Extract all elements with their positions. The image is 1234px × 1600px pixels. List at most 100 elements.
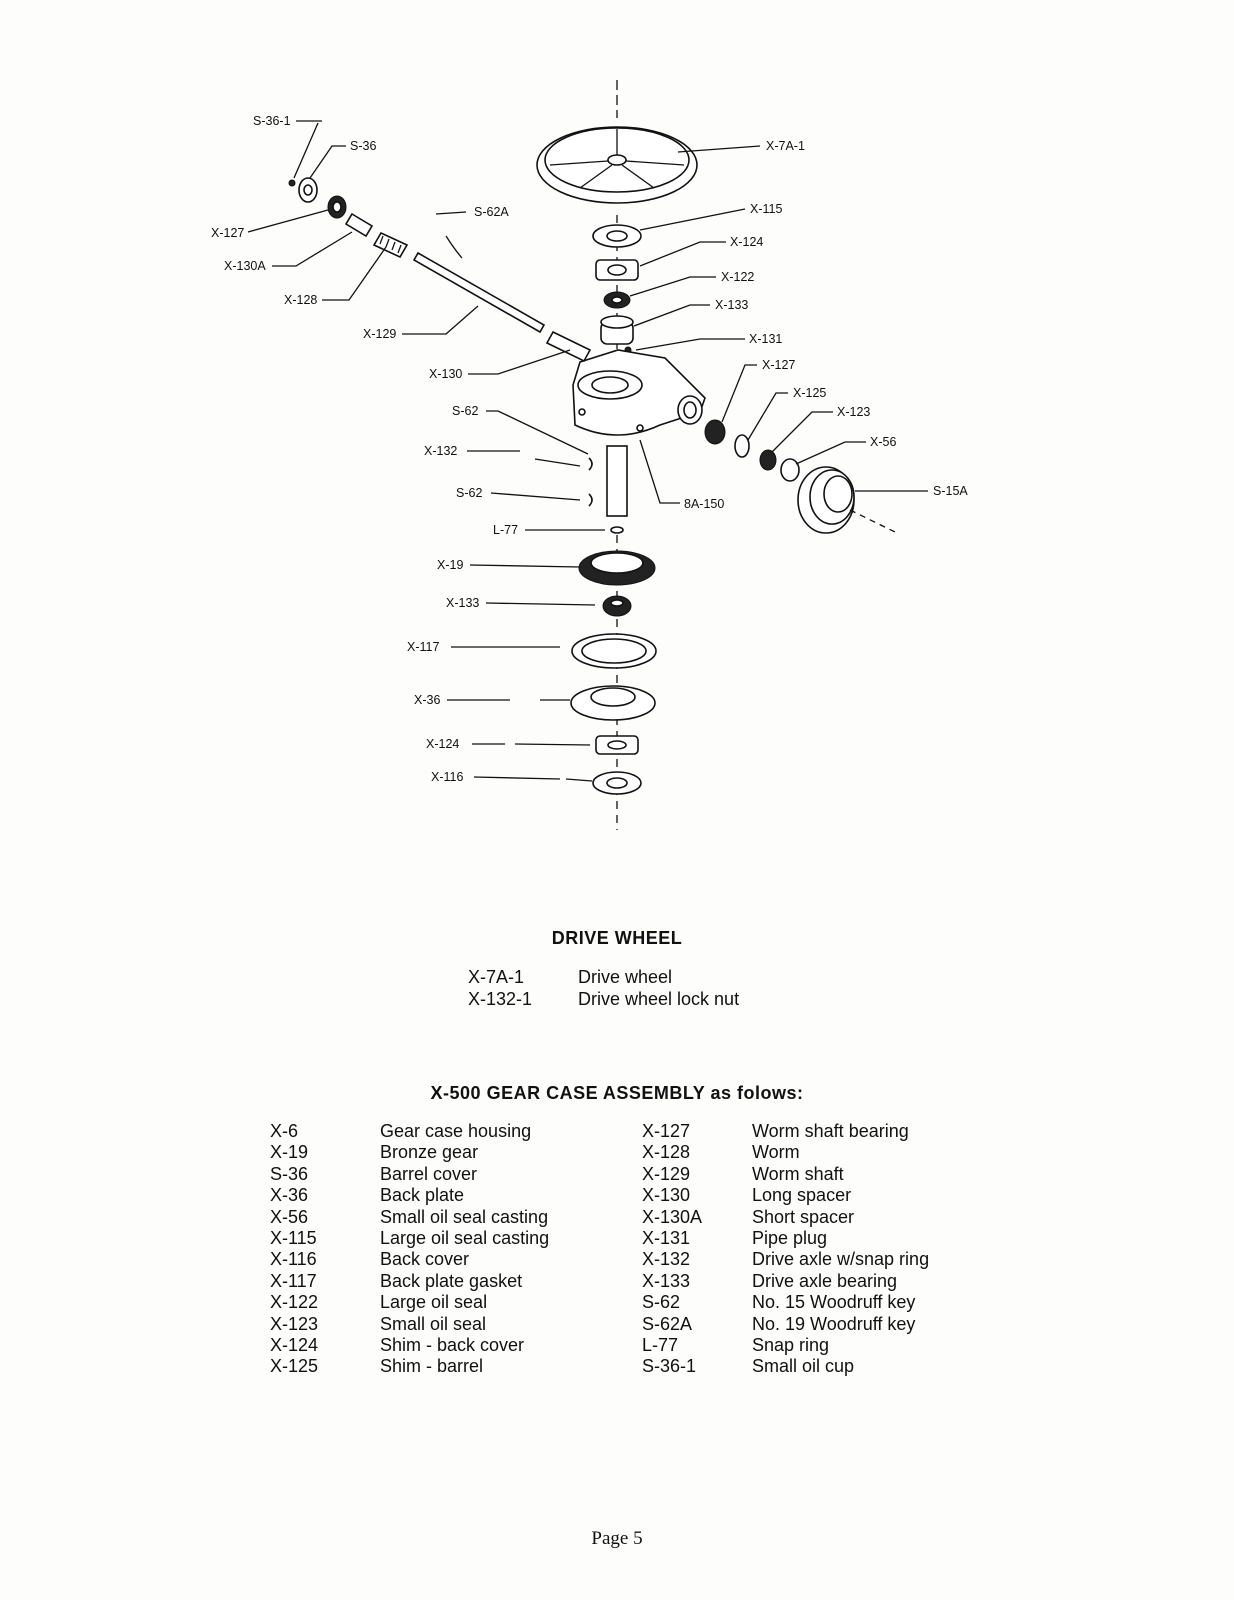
list-item: S-36 Barrel cover [270, 1164, 549, 1185]
part-code: X-130A [642, 1206, 703, 1227]
part-code: X-131 [642, 1228, 691, 1249]
part-description: Worm [752, 1142, 800, 1163]
list-item: X-132-1 Drive wheel lock nut [468, 988, 739, 1010]
callout-X-56: X-56 [870, 435, 896, 449]
callout-8A-150: 8A-150 [684, 497, 724, 511]
part-code: X-132-1 [468, 989, 533, 1009]
part-code: X-130 [642, 1185, 691, 1206]
part-description: No. 19 Woodruff key [752, 1313, 916, 1334]
worm-shaft-parts [288, 177, 592, 363]
drive-wheel-parts-list: X-7A-1 Drive wheel X-132-1 Drive wheel l… [468, 966, 739, 1010]
gear-case-parts-left: X-6 Gear case housing X-19 Bronze gear S-3… [270, 1121, 549, 1378]
callout-X-36: X-36 [414, 693, 440, 707]
list-item: X-115 Large oil seal casting [270, 1228, 549, 1249]
part-code: X-124 [270, 1335, 319, 1356]
part-code: X-56 [270, 1206, 309, 1227]
callout-L-77: L-77 [493, 523, 518, 537]
callout-X-124b: X-124 [426, 737, 459, 751]
lower-stack-parts [570, 445, 657, 795]
part-code: S-36 [270, 1163, 309, 1184]
drive-wheel-title: DRIVE WHEEL [551, 928, 683, 948]
callout-X-133a: X-133 [715, 298, 748, 312]
part-description: Drive wheel lock nut [578, 989, 740, 1009]
callout-X-132: X-132 [424, 444, 457, 458]
part-description: Back plate gasket [380, 1270, 523, 1291]
part-description: Back plate [380, 1185, 465, 1206]
page-number: Page 5 [591, 1528, 643, 1549]
callout-labels: S-36-1 S-36 X-127 X-130A X-128 S-62A X-1… [211, 114, 968, 784]
part-code: L-77 [642, 1335, 679, 1356]
gear-case-title: X-500 GEAR CASE ASSEMBLY as folows: [430, 1083, 804, 1103]
list-item: X-6 Gear case housing [270, 1121, 549, 1142]
part-code: X-6 [270, 1121, 299, 1141]
list-item: S-36-1 Small oil cup [642, 1356, 929, 1377]
part-description: Drive wheel [578, 967, 673, 987]
drive-wheel-part [536, 126, 698, 204]
callout-X-122: X-122 [721, 270, 754, 284]
part-code: S-36-1 [642, 1356, 697, 1377]
part-description: Barrel cover [380, 1163, 478, 1184]
part-description: No. 15 Woodruff key [752, 1292, 916, 1313]
callout-X-130A: X-130A [224, 259, 266, 273]
callout-X-127a: X-127 [211, 226, 244, 240]
list-item: X-7A-1 Drive wheel [468, 966, 739, 988]
callout-S-36-1: S-36-1 [253, 114, 291, 128]
list-item: X-117 Back plate gasket [270, 1271, 549, 1292]
part-code: S-62 [642, 1292, 681, 1313]
callout-X-115: X-115 [750, 202, 782, 216]
callout-X-129: X-129 [363, 327, 396, 341]
part-code: X-36 [270, 1185, 309, 1206]
list-item: X-19 Bronze gear [270, 1142, 549, 1163]
callout-S-62A: S-62A [474, 205, 509, 219]
part-code: X-129 [642, 1163, 691, 1184]
part-description: Bronze gear [380, 1142, 479, 1163]
part-description: Snap ring [752, 1335, 830, 1356]
part-description: Back cover [380, 1249, 470, 1270]
part-code: X-115 [270, 1228, 317, 1249]
right-side-parts [704, 419, 896, 534]
part-description: Large oil seal [380, 1292, 488, 1313]
callout-X-116: X-116 [431, 770, 463, 784]
list-item: L-77 Snap ring [642, 1335, 929, 1356]
list-item: X-36 Back plate [270, 1185, 549, 1206]
part-description: Gear case housing [380, 1121, 532, 1141]
part-description: Large oil seal casting [380, 1228, 550, 1249]
part-code: X-19 [270, 1142, 309, 1163]
callout-X-127b: X-127 [762, 358, 795, 372]
list-item: X-127 Worm shaft bearing [642, 1121, 929, 1142]
callout-X-123: X-123 [837, 405, 870, 419]
part-description: Shim - back cover [380, 1335, 525, 1356]
part-description: Small oil seal [380, 1313, 487, 1334]
list-item: S-62 No. 15 Woodruff key [642, 1292, 929, 1313]
part-code: X-127 [642, 1121, 691, 1141]
part-description: Long spacer [752, 1185, 852, 1206]
part-description: Worm shaft bearing [752, 1121, 909, 1141]
list-item: X-130 Long spacer [642, 1185, 929, 1206]
callout-S-15A: S-15A [933, 484, 968, 498]
callout-X-117: X-117 [407, 640, 439, 654]
list-item: X-123 Small oil seal [270, 1314, 549, 1335]
callout-X-133b: X-133 [446, 596, 479, 610]
callout-X-125: X-125 [793, 386, 826, 400]
part-code: X-133 [642, 1270, 691, 1291]
part-code: X-117 [270, 1270, 317, 1291]
gear-case-housing-part [572, 349, 706, 436]
part-code: X-125 [270, 1356, 319, 1377]
part-code: X-123 [270, 1313, 319, 1334]
callout-S-62b: S-62 [456, 486, 482, 500]
exploded-parts-diagram: S-36-1 S-36 X-127 X-130A X-128 S-62A X-1… [211, 80, 968, 830]
callout-X-7A-1: X-7A-1 [766, 139, 805, 153]
callout-S-62a: S-62 [452, 404, 478, 418]
part-code: X-116 [270, 1249, 317, 1270]
part-description: Small oil cup [752, 1356, 855, 1377]
